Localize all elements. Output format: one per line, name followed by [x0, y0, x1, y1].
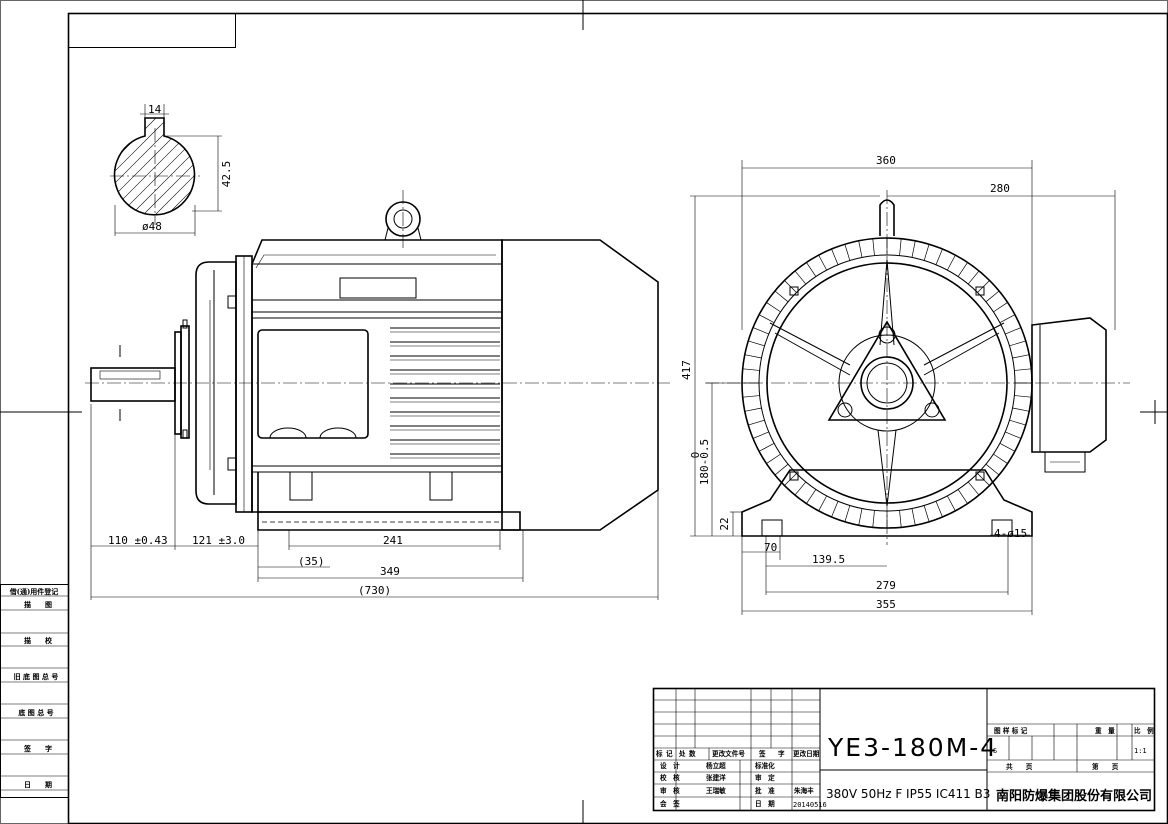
overall-length-label: (730) [358, 584, 391, 597]
foot-height-label: 22 [718, 517, 731, 530]
terminal-box-side [257, 329, 369, 439]
total-sheets: 共 页 [1006, 762, 1033, 771]
rev-header-mark: 标 [655, 749, 663, 758]
role-standard: 标准化 [754, 761, 775, 770]
role-approve: 审 定 [755, 773, 775, 782]
role-ratify: 批 准 [755, 786, 775, 795]
rev-header-sign2: 字 [778, 749, 785, 758]
nameplate [339, 277, 417, 299]
name-reviewer: 王瑞敏 [706, 786, 726, 795]
role-review: 审 核 [660, 786, 680, 795]
mounting-feet [257, 472, 521, 531]
cooling-ribs [390, 327, 500, 459]
rev-header-place: 处 [678, 749, 686, 758]
foot-width-label: 70 [764, 541, 777, 554]
rev-header-sign: 签 [758, 749, 766, 758]
frame-length-label: 349 [380, 565, 400, 578]
stage-label: 图 样 标 记 [994, 726, 1028, 735]
shaft-height-label: 180-0.5 [698, 439, 711, 485]
rev-header-doc: 更改文件号 [712, 749, 745, 758]
role-design: 设 计 [660, 761, 680, 770]
foot-offset-label: (35) [298, 555, 325, 568]
side-label-date: 日 期 [24, 780, 52, 789]
side-label-base-no: 底 图 总 号 [18, 708, 53, 717]
rev-header-mark2: 记 [666, 749, 673, 758]
side-label-signature: 签 字 [23, 744, 52, 753]
shaft-extension [90, 367, 176, 402]
shoulder-to-foot-label: 121 ±3.0 [192, 534, 245, 547]
bearing-cap [180, 325, 190, 439]
terminal-box-end [1031, 317, 1107, 453]
foot-holes-label: 4-ø15 [994, 527, 1027, 540]
scale-value: 1:1 [1134, 747, 1147, 755]
side-panel: 借(通)用件登记 描 图 描 校 旧 底 图 总 号 底 图 总 号 签 字 日… [0, 584, 69, 798]
shaft-diameter-label: ø48 [142, 220, 162, 233]
foot-spacing-label: 279 [876, 579, 896, 592]
side-label-draw-check: 描 校 [24, 636, 53, 645]
shaft-section-outline [113, 117, 196, 216]
side-dimensions: 110 ±0.43 121 ±3.0 241 (35) 349 (730) [90, 404, 659, 600]
shaft-extension-label: 110 ±0.43 [108, 534, 168, 547]
motor-spec: 380V 50Hz F IP55 IC411 B3 [826, 787, 990, 801]
end-view: 360 280 417 180-0.5 0 22 70 139.5 [680, 154, 1130, 615]
foot-length-label: 241 [383, 534, 403, 547]
shaft-height-upper-label: 0 [689, 452, 702, 459]
side-label-old-base-no: 旧 底 图 总 号 [14, 672, 59, 681]
shaft-section-view: 14 42.5 ø48 [110, 103, 233, 236]
top-lifting-lug [879, 199, 895, 236]
frame-bolts [789, 286, 985, 481]
rev-header-count: 数 [689, 749, 696, 758]
keyway [99, 370, 161, 380]
title-block: 标 记 处 数 更改文件号 签 字 更改日期 设 计 校 核 审 核 会 签 杨… [652, 687, 1156, 812]
hub-triangle [827, 320, 947, 421]
role-date: 日 期 [755, 799, 775, 808]
scale-label: 比 例 [1134, 726, 1154, 735]
lifting-eye [384, 190, 422, 250]
overall-height-label: 417 [680, 360, 693, 380]
base-width-label: 355 [876, 598, 896, 611]
flange-center-label: 280 [990, 182, 1010, 195]
company-name: 南阳防爆集团股份有限公司 [996, 788, 1152, 804]
key-depth-label: 42.5 [220, 161, 233, 188]
overall-width-label: 360 [876, 154, 896, 167]
end-view-feet [741, 469, 1033, 537]
name-checker: 张建洋 [706, 773, 726, 782]
half-spacing-label: 139.5 [812, 553, 845, 566]
approver-name: 朱海丰 [794, 786, 814, 795]
role-countersign: 会 签 [660, 799, 680, 808]
shaft-end [860, 356, 914, 410]
fan-cowl [501, 239, 659, 531]
key-width-label: 14 [148, 103, 162, 116]
section-hatching [114, 118, 195, 215]
stage-value: S [993, 747, 997, 755]
weight-label: 重 量 [1095, 726, 1115, 735]
name-designer: 杨立超 [706, 761, 726, 770]
side-label-draw: 描 图 [24, 600, 52, 609]
end-dimensions: 360 280 417 180-0.5 0 22 70 139.5 [680, 154, 1116, 615]
rev-header-date: 更改日期 [793, 749, 820, 758]
side-elevation-view: 110 ±0.43 121 ±3.0 241 (35) 349 (730) [85, 190, 670, 600]
sheet-number: 第 页 [1092, 762, 1119, 771]
model-number: YE3-180M-4 [827, 733, 998, 762]
motor-frame [251, 239, 503, 513]
approval-date: 20140516 [793, 801, 827, 809]
side-label-register: 借(通)用件登记 [9, 587, 59, 596]
role-check: 校 核 [660, 773, 680, 782]
